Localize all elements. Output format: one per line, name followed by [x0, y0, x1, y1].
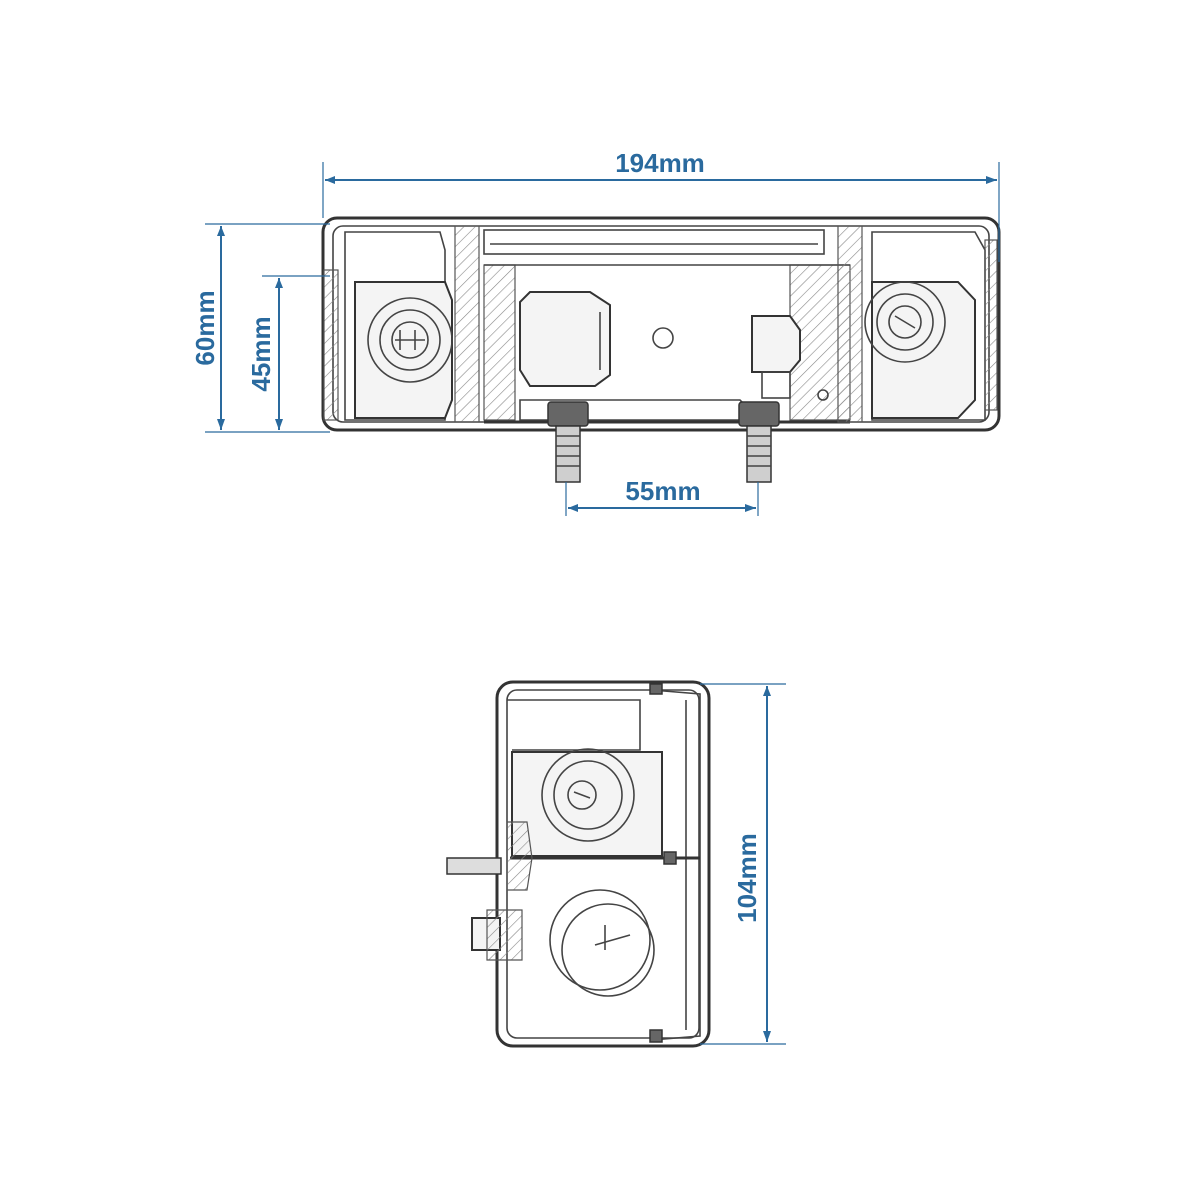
center-compartment [483, 229, 851, 424]
right-lamp-compartment [837, 225, 998, 423]
inner-height-label: 45mm [246, 316, 276, 391]
dimension-stud-spacing: 55mm [565, 476, 759, 516]
dimension-side-depth: 104mm [700, 683, 786, 1045]
right-bulb-socket [864, 281, 946, 363]
side-stud [446, 821, 533, 891]
stud-spacing-label: 55mm [625, 476, 700, 506]
mounting-stud-left [547, 401, 589, 483]
dimension-inner-height: 45mm [246, 275, 330, 430]
front-view: 194mm 60mm 45mm 55mm [190, 148, 1001, 516]
mounting-stud-right [738, 401, 780, 483]
overall-height-label: 60mm [190, 290, 220, 365]
side-bulb-socket [541, 748, 635, 842]
side-depth-label: 104mm [732, 833, 762, 923]
side-clip [471, 909, 523, 961]
center-mount-hole [652, 327, 674, 349]
side-view: 104mm [446, 680, 786, 1048]
dimension-overall-height: 60mm [190, 223, 330, 433]
overall-width-label: 194mm [615, 148, 705, 178]
left-bulb-socket [367, 297, 453, 383]
left-lamp-compartment [323, 225, 480, 423]
dimension-overall-width: 194mm [322, 148, 1000, 262]
housing-outline [321, 216, 1001, 432]
side-lens-outer [549, 889, 651, 991]
